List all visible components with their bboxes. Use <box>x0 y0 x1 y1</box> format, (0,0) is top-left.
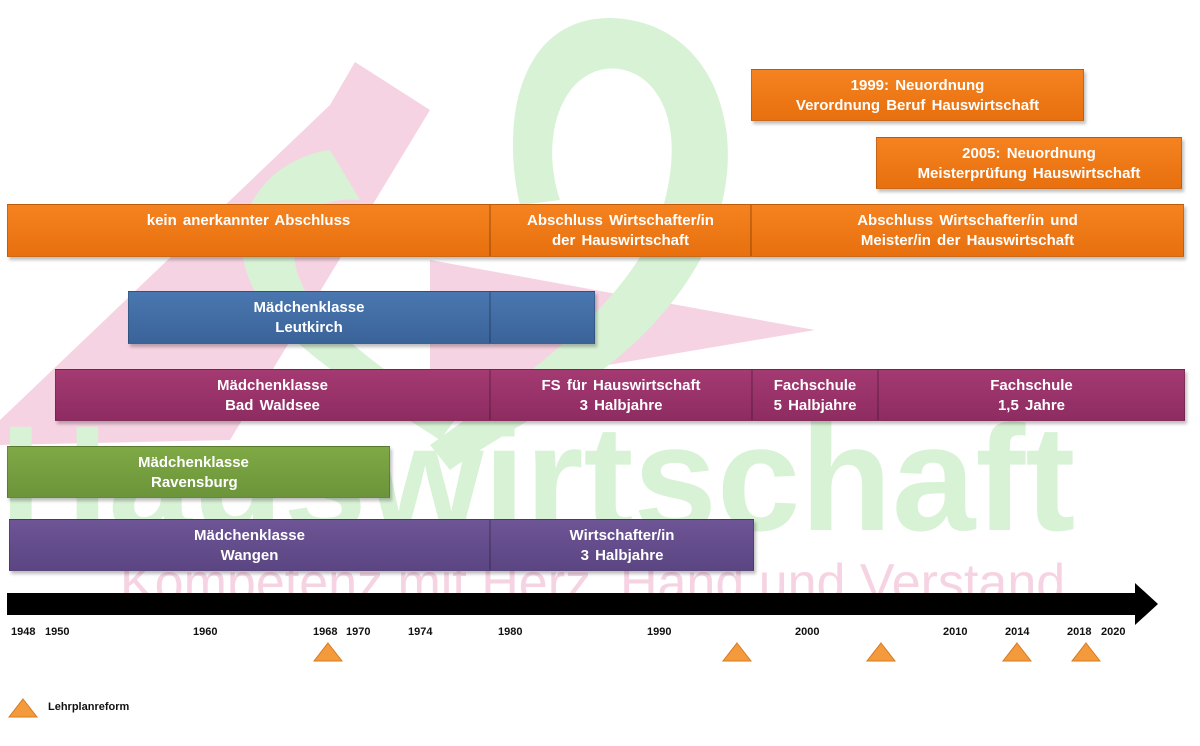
bar-bad-waldsee: Mädchenklasse Bad Waldsee <box>55 369 490 421</box>
bar-label: 1,5 Jahre <box>997 397 1066 414</box>
tick-2018: 2018 <box>1067 626 1092 638</box>
reform-marker-icon <box>866 642 896 662</box>
reform-marker-icon <box>313 642 343 662</box>
bar-label: 3 Halbjahre <box>580 547 664 564</box>
timeline-arrow <box>7 583 1158 625</box>
tick-1948: 1948 <box>11 626 36 638</box>
bar-label: Meisterprüfung Hauswirtschaft <box>917 165 1141 182</box>
tick-2000: 2000 <box>795 626 820 638</box>
bar-leutkirch: Mädchenklasse Leutkirch <box>128 291 490 344</box>
bar-label: Fachschule <box>990 377 1073 394</box>
bar-label: Mädchenklasse <box>138 454 249 471</box>
bar-label: Mädchenklasse <box>194 527 305 544</box>
tick-2014: 2014 <box>1005 626 1030 638</box>
bar-label: Abschluss Wirtschafter/in <box>527 212 714 229</box>
bar-wangen: Mädchenklasse Wangen <box>9 519 490 571</box>
bar-label: Wirtschafter/in <box>569 527 675 544</box>
bar-label: kein anerkannter Abschluss <box>146 212 351 229</box>
tick-1960: 1960 <box>193 626 218 638</box>
bar-label: Fachschule <box>773 377 857 394</box>
tick-1968: 1968 <box>313 626 338 638</box>
bar-ravensburg: Mädchenklasse Ravensburg <box>7 446 390 498</box>
bar-abschluss-wirtschafter: Abschluss Wirtschafter/in der Hauswirtsc… <box>490 204 751 257</box>
reform-marker-icon <box>722 642 752 662</box>
bar-abschluss-meister: Abschluss Wirtschafter/in und Meister/in… <box>751 204 1184 257</box>
bar-label: Ravensburg <box>151 474 238 491</box>
bar-label: Mädchenklasse <box>253 299 365 316</box>
bar-label: Leutkirch <box>275 319 343 336</box>
bar-label: 3 Halbjahre <box>579 397 663 414</box>
bar-kein-abschluss: kein anerkannter Abschluss <box>7 204 490 257</box>
tick-2020: 2020 <box>1101 626 1126 638</box>
bar-fachschule-5-halbjahre: Fachschule 5 Halbjahre <box>752 369 878 421</box>
tick-2010: 2010 <box>943 626 968 638</box>
legend-reform-icon <box>8 698 38 718</box>
bar-label: Meister/in der Hauswirtschaft <box>860 232 1075 249</box>
timeline-arrow-shape <box>7 583 1158 625</box>
reform-marker-icon <box>1071 642 1101 662</box>
bar-label: Bad Waldsee <box>225 397 320 414</box>
bar-fachschule-1-5-jahre: Fachschule 1,5 Jahre <box>878 369 1185 421</box>
tick-1990: 1990 <box>647 626 672 638</box>
reform-marker-icon <box>1002 642 1032 662</box>
bar-label: 1999: Neuordnung <box>850 77 985 94</box>
tick-1980: 1980 <box>498 626 523 638</box>
bar-label: Mädchenklasse <box>217 377 328 394</box>
tick-1950: 1950 <box>45 626 70 638</box>
bar-leutkirch-extension <box>490 291 595 344</box>
bar-wirtschafter-3-halbjahre: Wirtschafter/in 3 Halbjahre <box>490 519 754 571</box>
bar-label: Verordnung Beruf Hauswirtschaft <box>795 97 1040 114</box>
bar-label: der Hauswirtschaft <box>551 232 690 249</box>
bar-label: 5 Halbjahre <box>773 397 857 414</box>
bar-label: 2005: Neuordnung <box>962 145 1096 162</box>
bar-label: Abschluss Wirtschafter/in und <box>857 212 1078 229</box>
bar-label: Wangen <box>220 547 279 564</box>
bar-label: FS für Hauswirtschaft <box>541 377 701 394</box>
bar-neuordnung-1999: 1999: Neuordnung Verordnung Beruf Hauswi… <box>751 69 1084 121</box>
bar-fs-hauswirtschaft: FS für Hauswirtschaft 3 Halbjahre <box>490 369 752 421</box>
legend-label: Lehrplanreform <box>48 701 130 713</box>
tick-1974: 1974 <box>408 626 433 638</box>
tick-1970: 1970 <box>346 626 371 638</box>
bar-neuordnung-2005: 2005: Neuordnung Meisterprüfung Hauswirt… <box>876 137 1182 189</box>
